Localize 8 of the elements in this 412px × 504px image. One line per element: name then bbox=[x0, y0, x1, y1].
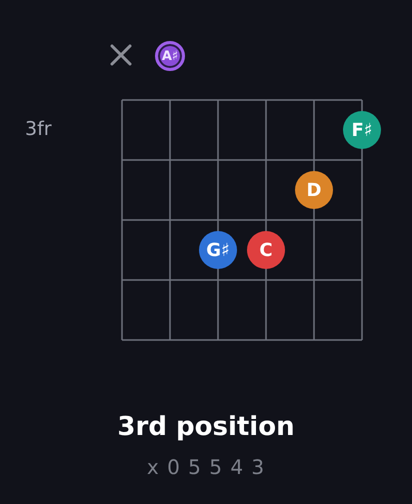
finger-note-dot: D bbox=[295, 171, 333, 209]
finger-note-dot: C bbox=[247, 231, 285, 269]
finger-note-dot: F♯ bbox=[343, 111, 381, 149]
chord-title: 3rd position bbox=[116, 412, 296, 442]
open-string-note-marker: A♯ bbox=[155, 41, 185, 71]
fret-number-label: 3fr bbox=[25, 118, 52, 140]
fingering-caption: x 0 5 5 4 3 bbox=[146, 455, 266, 479]
finger-note-dot: G♯ bbox=[199, 231, 237, 269]
